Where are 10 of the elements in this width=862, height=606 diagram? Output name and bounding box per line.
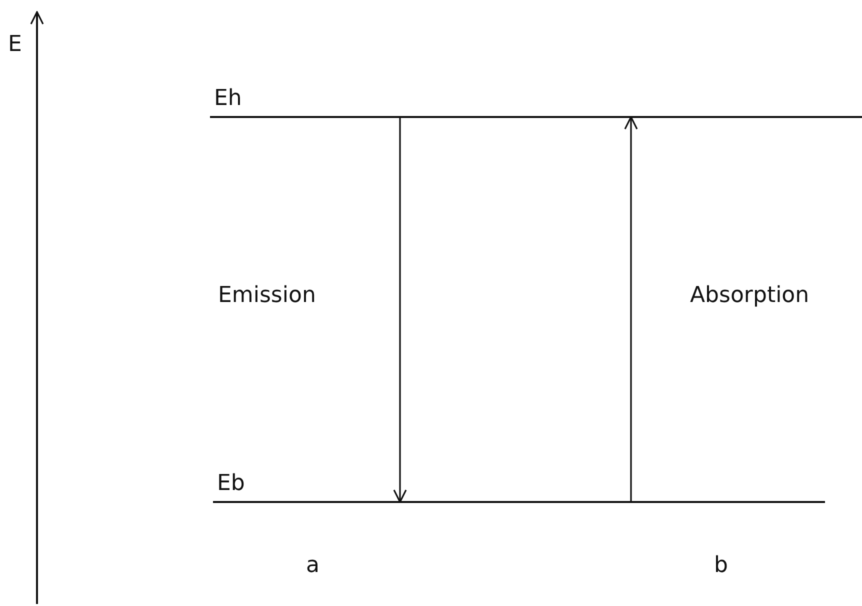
arrow [624, 116, 638, 502]
arrow [393, 117, 407, 503]
panel-label: a [306, 553, 320, 579]
panel-label: b [714, 553, 728, 579]
edge-label: Absorption [690, 283, 810, 309]
energy-level-line [213, 470, 825, 503]
axis-label: E [8, 32, 22, 58]
level-label: Eb [217, 470, 245, 498]
level-label: Eh [214, 85, 242, 113]
energy-level-line [210, 85, 862, 118]
